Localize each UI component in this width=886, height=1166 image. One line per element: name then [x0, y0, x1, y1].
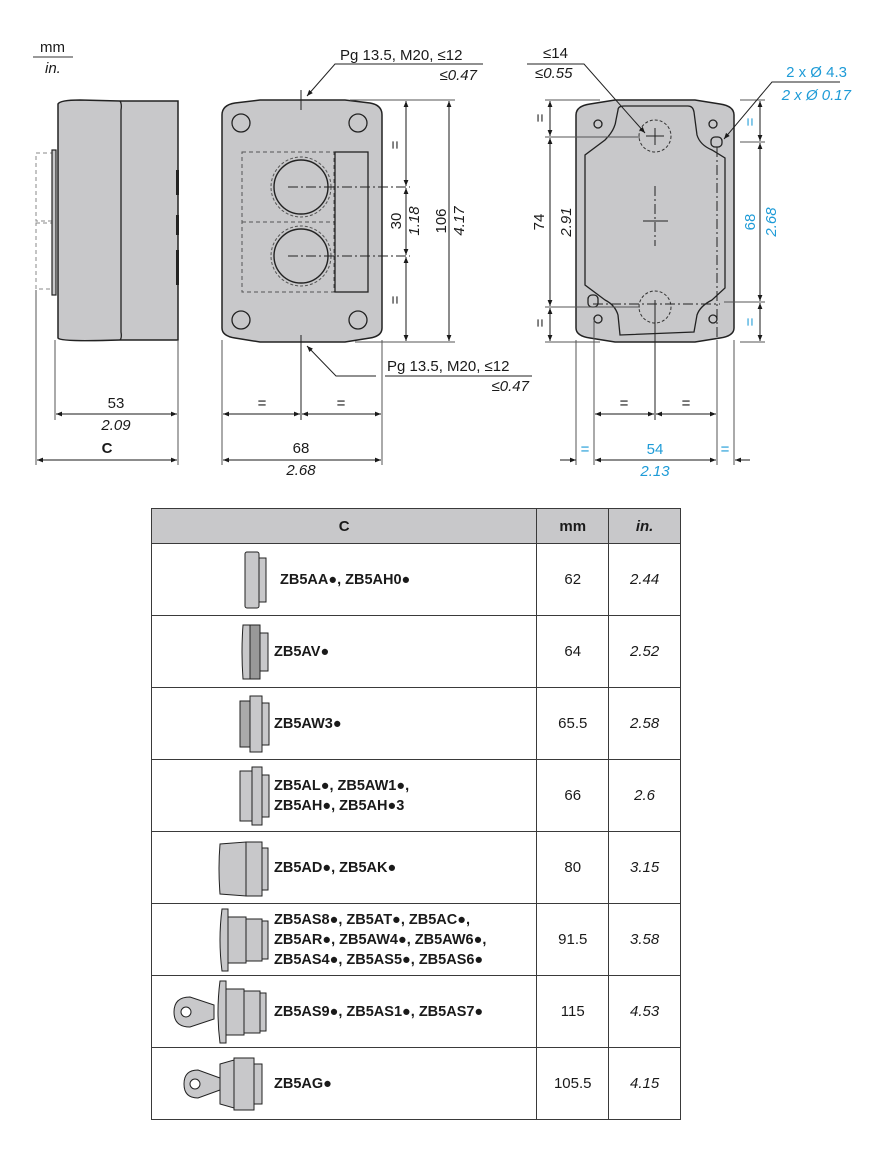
reference-list: ZB5AW3● [274, 715, 342, 732]
value-mm: 64 [536, 615, 610, 688]
table-row: ZB5AD●, ZB5AK● 80 3.15 [150, 831, 681, 904]
table-row: ZB5AW3● 65.5 2.58 [150, 687, 681, 760]
selector-switch-icon [152, 832, 272, 903]
svg-text:Pg 13.5, M20, ≤12: Pg 13.5, M20, ≤12 [340, 47, 462, 64]
value-mm: 115 [536, 975, 610, 1048]
svg-text:=: = [532, 113, 549, 122]
svg-text:106: 106 [433, 208, 450, 233]
reference-list: ZB5AG● [274, 1075, 332, 1092]
svg-text:=: = [258, 395, 267, 412]
mushroom-head-icon [152, 904, 272, 975]
pushbutton-projecting-icon [152, 760, 272, 831]
svg-text:Pg 13.5, M20, ≤12: Pg 13.5, M20, ≤12 [387, 358, 509, 375]
value-mm: 105.5 [536, 1047, 610, 1120]
svg-text:=: = [532, 318, 549, 327]
svg-text:2.68: 2.68 [763, 207, 780, 238]
table-row: ZB5AV● 64 2.52 [150, 615, 681, 688]
value-mm: 91.5 [536, 903, 610, 976]
value-in: 4.53 [608, 975, 681, 1048]
value-in: 4.15 [608, 1047, 681, 1120]
header-mm: mm [536, 508, 610, 544]
value-mm: 65.5 [536, 687, 610, 760]
value-in: 2.58 [608, 687, 681, 760]
table-header-row: C mm in. [150, 508, 681, 544]
table-row: ZB5AS8●, ZB5AT●, ZB5AC●, ZB5AR●, ZB5AW4●… [150, 903, 681, 976]
value-in: 3.58 [608, 903, 681, 976]
table-row: ZB5AA●, ZB5AH0● 62 2.44 [150, 543, 681, 616]
svg-text:2.13: 2.13 [639, 463, 670, 480]
svg-text:=: = [742, 317, 759, 326]
header-c: C [150, 508, 538, 544]
reference-list: ZB5AL●, ZB5AW1●, ZB5AH●, ZB5AH●3 [274, 777, 410, 814]
reference-list: ZB5AD●, ZB5AK● [274, 859, 397, 876]
table-row: ZB5AG● 105.5 4.15 [150, 1047, 681, 1120]
side-view: 53 2.09 C [35, 99, 179, 465]
svg-text:30: 30 [388, 213, 405, 230]
svg-text:=: = [387, 295, 404, 304]
front-view: = = 30 1.18 106 4.17 Pg 13.5, M20, ≤12 ≤… [221, 47, 532, 479]
value-in: 2.44 [608, 543, 681, 616]
key-switch-icon [152, 1048, 272, 1119]
units-legend: mm in. [33, 39, 73, 77]
svg-text:=: = [387, 140, 404, 149]
svg-text:54: 54 [647, 441, 664, 458]
svg-text:=: = [721, 441, 730, 458]
value-mm: 62 [536, 543, 610, 616]
mushroom-key-icon [152, 976, 272, 1047]
svg-text:2.09: 2.09 [100, 417, 131, 434]
header-in: in. [608, 508, 681, 544]
svg-text:2 x Ø 4.3: 2 x Ø 4.3 [786, 64, 847, 81]
dimension-c-table: C mm in. ZB5AA●, ZB5AH0● 62 2.44 ZB5AV● … [150, 508, 681, 1120]
dimension-drawing: mm in. 53 2.09 C [33, 39, 852, 480]
svg-text:74: 74 [531, 214, 548, 231]
value-in: 2.52 [608, 615, 681, 688]
svg-text:in.: in. [45, 60, 61, 77]
value-mm: 80 [536, 831, 610, 904]
svg-text:=: = [620, 395, 629, 412]
pushbutton-flush-icon [152, 544, 272, 615]
svg-text:≤14: ≤14 [543, 45, 568, 62]
svg-text:2.68: 2.68 [285, 462, 316, 479]
svg-text:4.17: 4.17 [451, 206, 468, 236]
svg-text:53: 53 [108, 395, 125, 412]
reference-list: ZB5AS8●, ZB5AT●, ZB5AC●, ZB5AR●, ZB5AW4●… [274, 911, 487, 968]
svg-text:1.18: 1.18 [406, 206, 423, 236]
value-mm: 66 [536, 759, 610, 832]
svg-text:68: 68 [742, 214, 759, 231]
svg-text:≤0.47: ≤0.47 [440, 67, 478, 84]
table-row: ZB5AL●, ZB5AW1●, ZB5AH●, ZB5AH●3 66 2.6 [150, 759, 681, 832]
svg-text:=: = [337, 395, 346, 412]
svg-text:2 x Ø 0.17: 2 x Ø 0.17 [781, 87, 852, 104]
svg-text:C: C [102, 440, 113, 457]
svg-text:=: = [682, 395, 691, 412]
svg-text:≤0.55: ≤0.55 [535, 65, 573, 82]
reference-list: ZB5AA●, ZB5AH0● [280, 571, 411, 588]
svg-text:68: 68 [293, 440, 310, 457]
value-in: 3.15 [608, 831, 681, 904]
svg-text:=: = [742, 117, 759, 126]
value-in: 2.6 [608, 759, 681, 832]
svg-text:≤0.47: ≤0.47 [492, 378, 530, 395]
table-row: ZB5AS9●, ZB5AS1●, ZB5AS7● 115 4.53 [150, 975, 681, 1048]
rear-view: = = 74 2.91 = = 68 2.68 ≤14 ≤0.55 2 x Ø … [527, 45, 852, 480]
pushbutton-knurled-icon [152, 616, 272, 687]
svg-text:=: = [581, 441, 590, 458]
reference-list: ZB5AS9●, ZB5AS1●, ZB5AS7● [274, 1003, 484, 1020]
reference-list: ZB5AV● [274, 643, 330, 660]
svg-text:mm: mm [40, 39, 65, 56]
pushbutton-ribbed-icon [152, 688, 272, 759]
svg-text:2.91: 2.91 [558, 207, 575, 237]
